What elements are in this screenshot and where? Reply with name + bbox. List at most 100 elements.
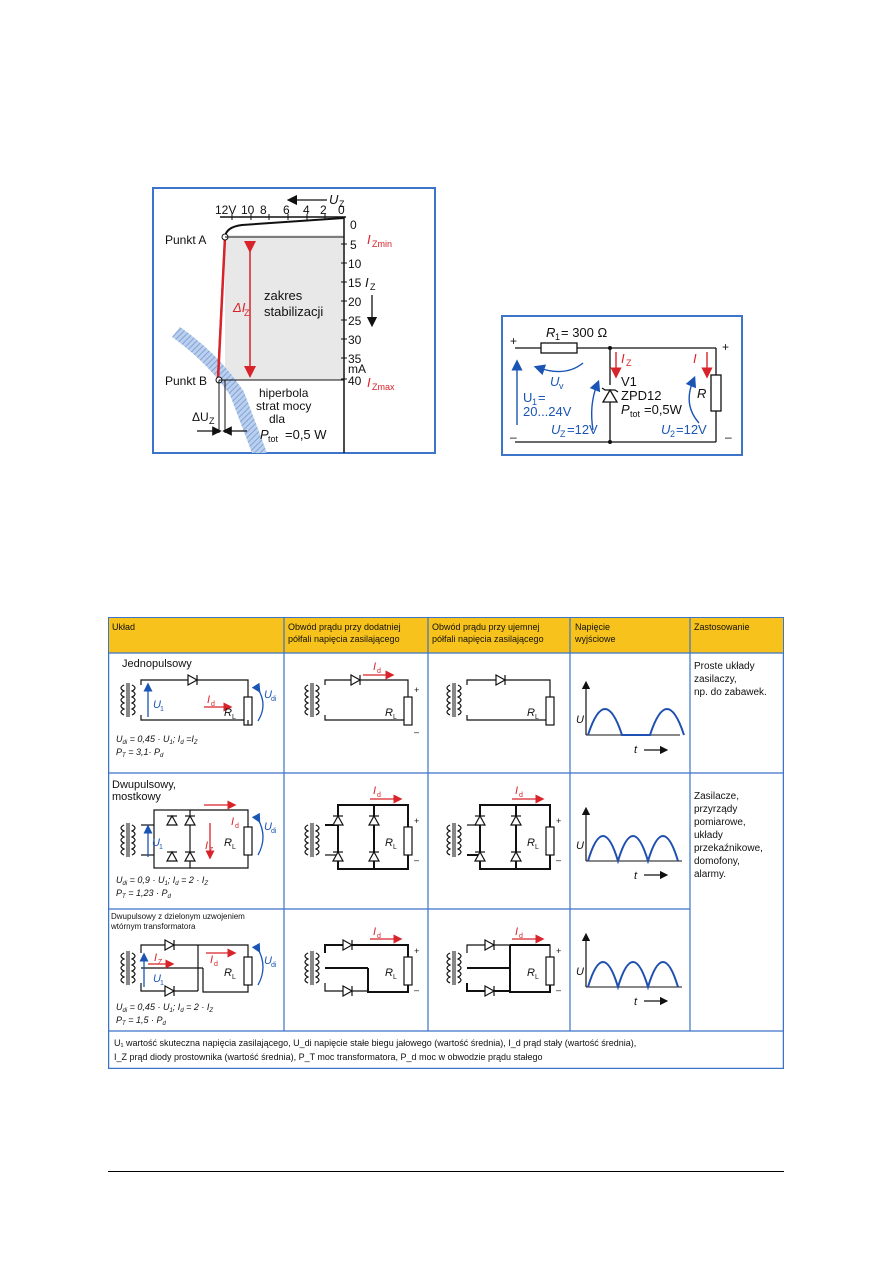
ptot-value: =0,5W xyxy=(644,402,683,417)
iz-tick-25: 25 xyxy=(348,314,362,328)
row2-pos-rl: R xyxy=(385,837,393,849)
plus-right: + xyxy=(722,340,729,354)
iz-axis-label: I xyxy=(365,275,369,290)
hyperbola-value: =0,5 W xyxy=(285,427,327,442)
row1-negative-circuit xyxy=(446,674,555,726)
row3-udi: U xyxy=(264,955,272,967)
row1-formula1: Udi = 0,45 · U1; Id =IZ xyxy=(116,734,198,746)
r1-value: = 300 Ω xyxy=(561,325,608,340)
row3-neg-rl-sub: L xyxy=(535,974,539,981)
iz-tick-10: 10 xyxy=(348,257,362,271)
row2-formula2: PT = 1,23 · Pd xyxy=(116,888,171,900)
row2-formula1: Udi = 0,9 · U1; Id = 2 · IZ xyxy=(116,875,208,887)
delta-uz-label: ΔU xyxy=(192,410,209,424)
r1-label: R xyxy=(546,325,555,340)
power-hyperbola-band xyxy=(172,327,267,453)
row3-neg-rl: R xyxy=(527,967,535,979)
row2-positive-circuit xyxy=(304,794,413,870)
row3-pos-id-sub: d xyxy=(377,933,381,940)
minus-left: – xyxy=(510,430,517,444)
row1-app-line2: zasilaczy, xyxy=(694,674,737,685)
row3-pos-rl-sub: L xyxy=(393,974,397,981)
row2-u1: U xyxy=(152,837,160,849)
uz-axis-label: U xyxy=(329,192,339,207)
row3-iz-sub: Z xyxy=(158,959,163,966)
row1-pos-rl: R xyxy=(385,707,393,719)
iz-tick-40: 40 xyxy=(348,374,362,388)
row2-pos-plus: + xyxy=(414,816,419,826)
stabilizer-circuit-figure: + – + – R 1 = 300 Ω U v U 1 = 20...24V I… xyxy=(501,315,743,456)
header-application: Zastosowanie xyxy=(694,622,750,632)
row2-app-line5: przekaźnikowe, xyxy=(694,843,763,854)
row1-t-axis: t xyxy=(634,744,638,756)
uz-tick-10: 10 xyxy=(241,203,255,217)
row2-app-line7: alarmy. xyxy=(694,869,726,880)
table-legend-line2: I_Z prąd diody prostownika (wartość śred… xyxy=(114,1052,543,1062)
izmin-sub: Zmin xyxy=(372,239,392,249)
row1-pos-id-sub: d xyxy=(377,668,381,675)
point-a-label: Punkt A xyxy=(165,233,206,247)
iz-ticks xyxy=(341,243,347,380)
row3-rl-sub: L xyxy=(232,974,236,981)
izmax-label: I xyxy=(367,375,371,390)
minus-right: – xyxy=(725,430,732,444)
uz-tick-2: 2 xyxy=(320,203,327,217)
row1-app-line3: np. do zabawek. xyxy=(694,687,767,698)
hyperbola-ptot-sub: tot xyxy=(268,434,279,444)
header-negative-line1: Obwód prądu przy ujemnej xyxy=(432,622,540,632)
row2-app-line3: pomiarowe, xyxy=(694,817,746,828)
row2-negative-circuit xyxy=(446,794,555,870)
iz-tick-5: 5 xyxy=(350,238,357,252)
u2-label: U xyxy=(661,422,671,437)
row2-app-line6: domofony, xyxy=(694,856,740,867)
izmin-label: I xyxy=(367,232,371,247)
row2-pos-id: I xyxy=(373,785,376,797)
row3-positive-circuit xyxy=(304,934,413,997)
row2-u-axis: U xyxy=(576,840,584,852)
header-uklad: Układ xyxy=(112,622,135,632)
header-output-line2: wyjściowe xyxy=(574,634,616,644)
uz-ticks xyxy=(231,214,326,220)
plus-left: + xyxy=(510,334,517,348)
rectifier-table: Układ Obwód prądu przy dodatniej półfali… xyxy=(108,617,784,1069)
row3-u-axis: U xyxy=(576,966,584,978)
row3-t-axis: t xyxy=(634,996,638,1008)
row1-circuit xyxy=(120,674,264,726)
row1-pos-plus: + xyxy=(414,685,419,695)
row3-negative-circuit xyxy=(446,934,555,997)
table-header-band xyxy=(109,618,783,653)
row1-pos-id: I xyxy=(373,661,376,673)
row2-waveform xyxy=(581,806,682,880)
row2-app-line1: Zasilacze, xyxy=(694,791,739,802)
uz-tick-12: 12V xyxy=(215,203,236,217)
row2-udi: U xyxy=(264,821,272,833)
row1-waveform xyxy=(581,680,685,755)
row3-rl: R xyxy=(224,967,232,979)
r1-sub: 1 xyxy=(555,332,560,342)
u1-sub: 1 xyxy=(532,397,537,407)
point-b-label: Punkt B xyxy=(165,374,207,388)
row2-neg-minus: – xyxy=(556,855,561,865)
row2-neg-id: I xyxy=(515,785,518,797)
row3-title-line2: wtórnym transformatora xyxy=(110,922,196,931)
row1-id: I xyxy=(207,694,210,706)
zener-characteristic-figure: 12V 10 8 6 4 2 0 U Z 0 5 10 15 20 25 30 … xyxy=(152,187,436,454)
row2-neg-id-sub: d xyxy=(519,792,523,799)
uz-label: U xyxy=(551,422,561,437)
u1-value: 20...24V xyxy=(523,404,572,419)
page-footer-rule xyxy=(108,1171,784,1172)
row2-app-line4: układy xyxy=(694,830,723,841)
delta-iz-sub: Z xyxy=(244,308,250,318)
uz-sub: Z xyxy=(560,429,566,439)
row2-u1-sub: 1 xyxy=(159,844,163,851)
row2-neg-rl: R xyxy=(527,837,535,849)
row1-neg-rl: R xyxy=(527,707,535,719)
row3-iz: I xyxy=(154,952,157,964)
uz-value: =12V xyxy=(567,422,598,437)
u2-sub: 2 xyxy=(670,429,675,439)
row1-u1-sub: 1 xyxy=(160,706,164,713)
region-label-line1: zakres xyxy=(264,288,303,303)
row2-app-line2: przyrządy xyxy=(694,804,737,815)
izmax-sub: Zmax xyxy=(372,382,395,392)
row3-pos-plus: + xyxy=(414,946,419,956)
